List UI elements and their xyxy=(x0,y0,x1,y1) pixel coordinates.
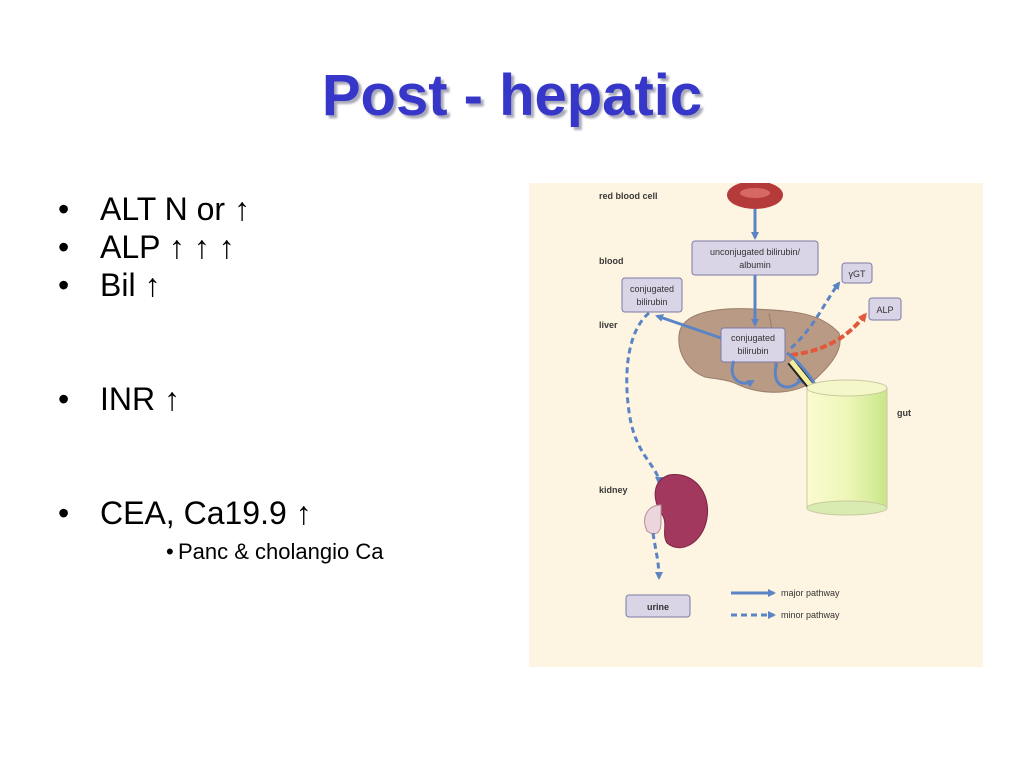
bullet-inr: INR ↑ xyxy=(58,380,498,418)
box-urine-label: urine xyxy=(647,602,669,612)
bilirubin-pathway-diagram: red blood cell blood liver kidney gut un… xyxy=(529,183,983,667)
gut-bottom xyxy=(806,500,888,516)
slide-title: Post - hepatic xyxy=(321,63,703,128)
box-conjugated-bilirubin-blood xyxy=(621,277,683,313)
gut-top xyxy=(806,379,888,397)
label-red-blood-cell: red blood cell xyxy=(599,191,658,201)
bullet-bil: Bil ↑ xyxy=(58,266,498,304)
bullet-list: ALT N or ↑ ALP ↑ ↑ ↑ Bil ↑ INR ↑ CEA, Ca… xyxy=(58,190,498,566)
legend-minor-label: minor pathway xyxy=(781,610,840,620)
box-alp-label: ALP xyxy=(876,305,893,315)
label-blood: blood xyxy=(599,256,624,266)
box-ggt xyxy=(841,262,873,284)
box-ggt-label: γGT xyxy=(849,269,867,279)
kidney-icon xyxy=(654,474,709,549)
bullet-alp: ALP ↑ ↑ ↑ xyxy=(58,228,498,266)
box-urine xyxy=(625,594,691,618)
arrow-liver-to-ggt xyxy=(790,281,841,350)
label-kidney: kidney xyxy=(599,485,628,495)
arrow-liver-to-conjugated-blood xyxy=(655,314,722,340)
box-conj-blood-line2: bilirubin xyxy=(636,297,667,307)
red-blood-cell-highlight xyxy=(740,188,770,198)
box-unconjugated-line2: albumin xyxy=(739,260,771,270)
gut-cylinder xyxy=(806,387,888,509)
box-conj-liver-line1: conjugated xyxy=(731,333,775,343)
label-gut: gut xyxy=(897,408,911,418)
box-conj-blood-line1: conjugated xyxy=(630,284,674,294)
arrow-kidney-to-urine xyxy=(651,532,663,580)
box-conjugated-bilirubin-liver xyxy=(720,327,786,363)
arrow-liver-to-alp xyxy=(790,312,867,357)
arrow-blood-to-kidney xyxy=(625,311,663,485)
kidney-pelvis xyxy=(644,504,662,535)
box-alp xyxy=(868,297,902,321)
bullet-alt: ALT N or ↑ xyxy=(58,190,498,228)
sub-bullet-panc: Panc & cholangio Ca xyxy=(58,538,498,566)
label-liver: liver xyxy=(599,320,618,330)
diagram-svg: red blood cell blood liver kidney gut un… xyxy=(599,183,911,620)
arrow-loop-right xyxy=(773,362,805,389)
box-conj-liver-line2: bilirubin xyxy=(737,346,768,356)
arrow-loop-left xyxy=(730,360,755,388)
bullet-cea: CEA, Ca19.9 ↑ xyxy=(58,494,498,532)
legend-major-label: major pathway xyxy=(781,588,840,598)
box-unconjugated-line1: unconjugated bilirubin/ xyxy=(710,247,801,257)
